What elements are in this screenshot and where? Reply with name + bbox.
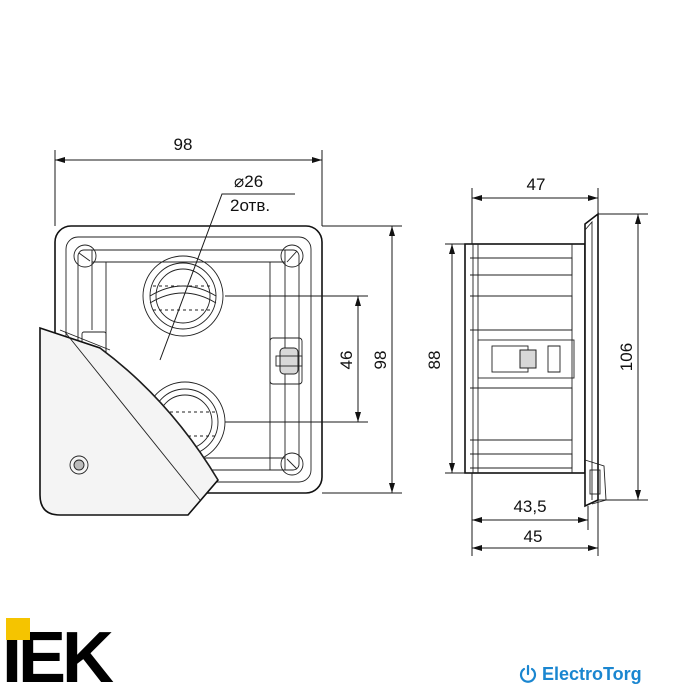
dim-side-flange-height-label: 106 [617, 343, 636, 371]
dim-front-height [322, 225, 402, 494]
side-view [464, 212, 607, 508]
iek-logo-yellow-mark [6, 618, 30, 640]
cover-screw-icon [69, 455, 89, 475]
front-top-rim [91, 250, 286, 263]
dim-hole-spacing-label: 46 [337, 351, 356, 370]
electrotorg-logo: ElectroTorg [518, 662, 642, 686]
side-front-clip [584, 459, 607, 505]
corner-boss-bottom-right [280, 452, 304, 476]
front-view [39, 193, 323, 516]
dim-side-outer-depth-label: 45 [524, 527, 543, 546]
dim-side-depth-label: 47 [527, 175, 546, 194]
dim-hole-spacing [225, 295, 368, 423]
dim-front-width [54, 150, 323, 226]
dim-front-width-label: 98 [174, 135, 193, 154]
dim-side-inner-depth [471, 473, 589, 530]
hole-leader-line [159, 193, 295, 361]
dim-front-height-label: 98 [371, 351, 390, 370]
cover-flap-edge [59, 329, 201, 501]
dim-side-body-height-label: 88 [425, 351, 444, 370]
power-icon [519, 664, 537, 683]
dim-side-depth [471, 188, 599, 244]
hole-count-label: 2отв. [230, 196, 270, 215]
side-latch [477, 339, 575, 379]
right-latch [269, 337, 303, 385]
iek-logo: IEK [2, 618, 114, 694]
electrotorg-logo-text: ElectroTorg [542, 663, 642, 684]
side-flange-inner [584, 220, 593, 500]
corner-boss-top-left [73, 244, 97, 268]
dim-side-inner-depth-label: 43,5 [513, 497, 546, 516]
hole-diameter-label: ⌀26 [234, 172, 263, 191]
cover-flap-hinge-edge [99, 347, 219, 481]
dim-side-outer-depth [471, 500, 599, 556]
knockout-hole-top [142, 255, 224, 337]
dim-side-flange-height [598, 213, 648, 501]
corner-boss-top-right [280, 244, 304, 268]
dim-side-body-height [445, 243, 472, 474]
